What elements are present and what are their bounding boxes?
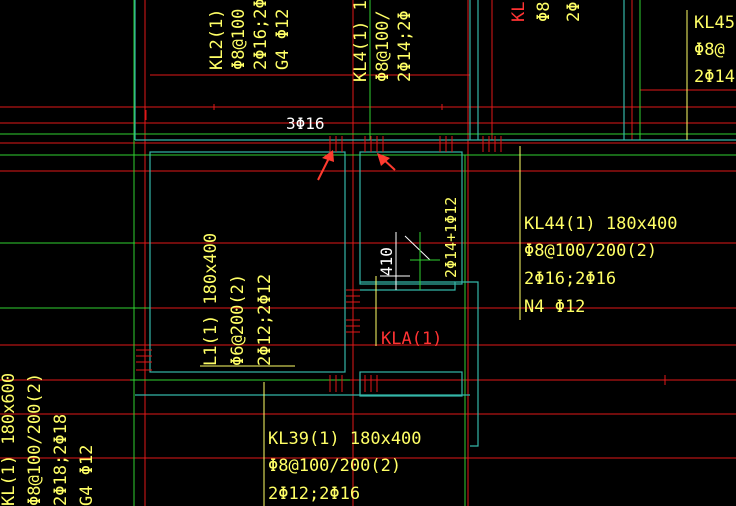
kl45-name: KL45 <box>694 13 735 33</box>
kl39-stirrup: Φ8@100/200(2) <box>268 456 401 476</box>
kl44-annotation: KL44(1) 180x400 Φ8@100/200(2) 2Φ16;2Φ16 … <box>524 214 678 317</box>
kla-label: KLA(1) <box>381 329 442 349</box>
kl2-annotation: KL2(1) 1 Φ8@100 2Φ16;2Φ G4 Φ12 <box>207 0 293 70</box>
kl-red-top-name: KL <box>509 2 529 22</box>
kl2-main: 2Φ16;2Φ <box>251 0 271 70</box>
left-beam-name: KL(1) 180x600 <box>0 373 19 506</box>
kl4-name: KL4(1) 18 <box>351 0 371 82</box>
kl39-name: KL39(1) 180x400 <box>268 429 422 449</box>
kl45-main: 2Φ14 <box>694 67 735 87</box>
dim-green-ticks <box>410 232 440 290</box>
kl44-side: N4 Φ12 <box>524 297 585 317</box>
top-bar-label: 3Φ16 <box>286 114 325 133</box>
kl-red-top-detail: Φ8 2Φ <box>534 2 584 22</box>
kl-red-top-stirrup: Φ8 <box>534 2 554 22</box>
kl44-main: 2Φ16;2Φ16 <box>524 269 616 289</box>
stirrup-ticks <box>136 104 666 392</box>
kl4-annotation: KL4(1) 18 Φ8@100/ 2Φ14;2Φ <box>351 0 415 82</box>
dimension-lines <box>380 232 431 290</box>
l1-annotation: L1(1) 180x400 Φ6@200(2) 2Φ12;2Φ12 <box>201 233 275 366</box>
kl45-stirrup: Φ8@ <box>694 40 725 60</box>
left-beam-main: 2Φ18;2Φ18 <box>51 414 71 506</box>
l1-name: L1(1) 180x400 <box>201 233 221 366</box>
dimension-410: 410 <box>377 247 396 276</box>
kl-red-top-annotation: KL <box>509 2 529 22</box>
kl4-main: 2Φ14;2Φ <box>395 10 415 82</box>
kl39-annotation: KL39(1) 180x400 Φ8@100/200(2) 2Φ12;2Φ16 <box>268 429 422 504</box>
kl2-name: KL2(1) 1 <box>207 0 227 70</box>
l1-main: 2Φ12;2Φ12 <box>255 274 275 366</box>
kl44-stirrup: Φ8@100/200(2) <box>524 241 657 261</box>
kl44-name: KL44(1) 180x400 <box>524 214 678 234</box>
leader-lines <box>200 10 688 506</box>
vertical-rebar-note: 2Φ14+1Φ12 <box>442 197 460 278</box>
kl39-main: 2Φ12;2Φ16 <box>268 484 360 504</box>
vert-note-text: 2Φ14+1Φ12 <box>442 197 460 278</box>
l1-stirrup: Φ6@200(2) <box>228 274 248 366</box>
left-beam-annotation: KL(1) 180x600 Φ8@100/200(2) 2Φ18;2Φ18 G4… <box>0 373 97 506</box>
cyan-beam-outlines <box>134 0 736 447</box>
red-arrow-markers <box>317 150 396 181</box>
kl2-side: G4 Φ12 <box>273 9 293 70</box>
kl2-stirrup: Φ8@100 <box>229 9 249 70</box>
kl45-annotation: KL45 Φ8@ 2Φ14 <box>694 13 735 87</box>
kl-red-top-main: 2Φ <box>564 2 584 22</box>
kl4-stirrup: Φ8@100/ <box>373 10 393 82</box>
left-beam-side: G4 Φ12 <box>77 445 97 506</box>
left-beam-stirrup: Φ8@100/200(2) <box>25 373 45 506</box>
dim-410-text: 410 <box>377 247 396 276</box>
